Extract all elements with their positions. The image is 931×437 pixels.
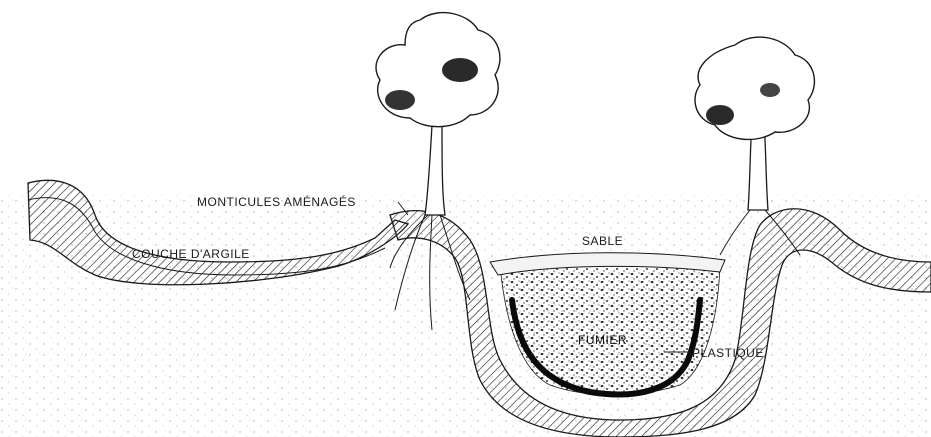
label-sand: SABLE bbox=[582, 234, 623, 248]
canopy-shade-left-2 bbox=[385, 90, 415, 110]
label-plastic: PLASTIQUE bbox=[692, 346, 764, 360]
tree-canopy-right bbox=[695, 37, 814, 139]
tree-canopy-left bbox=[376, 13, 500, 127]
label-mounds: MONTICULES AMÉNAGÉS bbox=[197, 194, 356, 209]
canopy-shade-right bbox=[706, 105, 734, 125]
canopy-shade-right-2 bbox=[760, 83, 780, 97]
canopy-shade-left bbox=[442, 58, 478, 82]
label-clay-layer: COUCHE D'ARGILE bbox=[132, 247, 250, 261]
tree-trunk-left bbox=[425, 125, 445, 215]
label-manure: FUMIER bbox=[578, 333, 627, 347]
